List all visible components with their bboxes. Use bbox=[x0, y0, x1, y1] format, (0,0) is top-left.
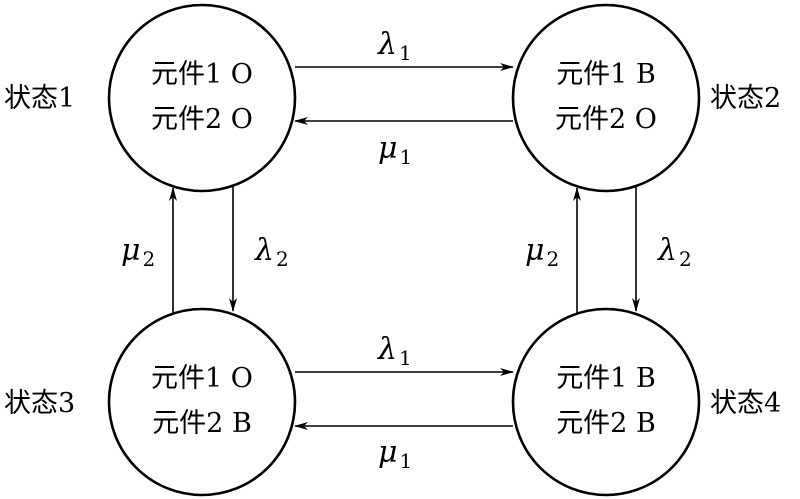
state-1-node: 元件1 O 元件2 O bbox=[107, 3, 297, 193]
state-4-node: 元件1 B 元件2 B bbox=[511, 307, 701, 497]
state-1-circle bbox=[107, 3, 297, 193]
rate-symbol: λ bbox=[377, 332, 397, 367]
state-4-label: 状态4 bbox=[710, 388, 781, 419]
state-3-line-1: 元件1 O bbox=[151, 363, 253, 394]
rate-symbol: μ bbox=[525, 233, 545, 268]
state-3-line-2: 元件2 B bbox=[152, 408, 252, 439]
rate-subscript: 2 bbox=[679, 247, 692, 271]
rate-subscript: 1 bbox=[399, 346, 412, 370]
state-2-line-2: 元件2 O bbox=[555, 104, 657, 135]
state-1-line-1: 元件1 O bbox=[151, 59, 253, 90]
rate-subscript: 2 bbox=[143, 247, 156, 271]
state-1-label: 状态1 bbox=[4, 83, 75, 114]
rate-symbol: μ bbox=[121, 233, 141, 268]
state-2-line-1: 元件1 B bbox=[556, 59, 656, 90]
rate-symbol: λ bbox=[377, 27, 397, 62]
state-3-circle bbox=[107, 307, 297, 497]
rate-subscript: 1 bbox=[399, 41, 412, 65]
rate-symbol: μ bbox=[378, 435, 398, 470]
state-1-line-2: 元件2 O bbox=[151, 104, 253, 135]
state-2-label: 状态2 bbox=[710, 83, 781, 114]
state-4-line-1: 元件1 B bbox=[556, 363, 656, 394]
rate-subscript: 1 bbox=[400, 449, 413, 473]
state-2-circle bbox=[511, 3, 701, 193]
rate-symbol: λ bbox=[254, 233, 274, 268]
rate-symbol: λ bbox=[657, 233, 677, 268]
state-2-node: 元件1 B 元件2 O bbox=[511, 3, 701, 193]
rate-subscript: 2 bbox=[276, 247, 289, 271]
rate-subscript: 1 bbox=[400, 145, 413, 169]
state-4-circle bbox=[511, 307, 701, 497]
rate-subscript: 2 bbox=[547, 247, 560, 271]
state-3-label: 状态3 bbox=[4, 388, 75, 419]
state-4-line-2: 元件2 B bbox=[556, 408, 656, 439]
state-3-node: 元件1 O 元件2 B bbox=[107, 307, 297, 497]
rate-symbol: μ bbox=[378, 131, 398, 166]
